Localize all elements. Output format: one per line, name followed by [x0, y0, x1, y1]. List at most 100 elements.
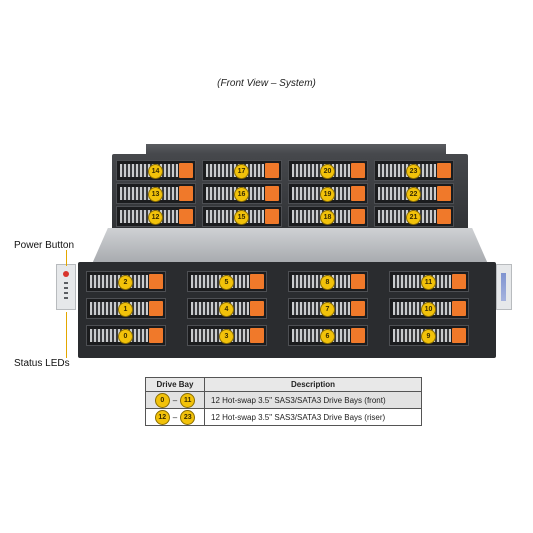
front-drive-tray[interactable]: 10 — [389, 298, 469, 319]
tray-release-latch[interactable] — [351, 186, 365, 201]
tray-release-latch[interactable] — [179, 209, 193, 224]
front-drive-tray[interactable]: 5 — [187, 271, 267, 292]
front-drive-tray[interactable]: 7 — [288, 298, 368, 319]
tray-release-latch[interactable] — [179, 163, 193, 178]
table-header-drive-bay: Drive Bay — [145, 377, 205, 392]
riser-drive-tray[interactable]: 20 — [288, 160, 368, 181]
bay-number-badge: 2 — [118, 275, 133, 290]
bay-number-badge: 21 — [406, 210, 421, 225]
tray-release-latch[interactable] — [437, 163, 451, 178]
bay-number-badge: 7 — [320, 302, 335, 317]
power-button-leader-line — [66, 250, 67, 266]
riser-drive-tray[interactable]: 14 — [116, 160, 196, 181]
front-drive-tray[interactable]: 8 — [288, 271, 368, 292]
bay-number-badge: 1 — [118, 302, 133, 317]
riser-drive-tray[interactable]: 23 — [374, 160, 454, 181]
tray-release-latch[interactable] — [437, 209, 451, 224]
riser-drive-tray[interactable]: 12 — [116, 206, 196, 227]
front-drive-tray[interactable]: 9 — [389, 325, 469, 346]
front-drive-tray[interactable]: 0 — [86, 325, 166, 346]
bay-number-badge: 13 — [148, 187, 163, 202]
left-rack-ear — [56, 264, 76, 310]
tray-release-latch[interactable] — [149, 274, 163, 289]
bay-number-badge: 11 — [421, 275, 436, 290]
bay-number-badge: 12 — [148, 210, 163, 225]
bay-number-badge: 14 — [148, 164, 163, 179]
power-button-label: Power Button — [14, 240, 75, 251]
front-drive-tray[interactable]: 6 — [288, 325, 368, 346]
riser-drive-tray[interactable]: 16 — [202, 183, 282, 204]
table-cell-bay-range: 12 – 23 — [145, 408, 205, 426]
chassis-top-cover — [92, 228, 488, 264]
front-drive-tray[interactable]: 1 — [86, 298, 166, 319]
riser-drive-tray[interactable]: 13 — [116, 183, 196, 204]
bay-number-badge: 9 — [421, 329, 436, 344]
tray-release-latch[interactable] — [250, 274, 264, 289]
bay-number-badge: 4 — [219, 302, 234, 317]
tray-release-latch[interactable] — [250, 301, 264, 316]
table-cell-bay-range: 0 – 11 — [145, 391, 205, 409]
front-drive-tray[interactable]: 11 — [389, 271, 469, 292]
table-header-description: Description — [204, 377, 422, 392]
tray-release-latch[interactable] — [179, 186, 193, 201]
tray-release-latch[interactable] — [351, 301, 365, 316]
status-leds-label: Status LEDs — [14, 358, 70, 369]
brand-logo — [501, 273, 506, 301]
riser-drive-tray[interactable]: 21 — [374, 206, 454, 227]
range-dash: – — [172, 412, 178, 422]
riser-drive-tray[interactable]: 15 — [202, 206, 282, 227]
tray-release-latch[interactable] — [351, 328, 365, 343]
table-row: 0 – 11 12 Hot-swap 3.5" SAS3/SATA3 Drive… — [145, 391, 422, 409]
table-cell-description: 12 Hot-swap 3.5" SAS3/SATA3 Drive Bays (… — [204, 391, 422, 409]
tray-release-latch[interactable] — [452, 274, 466, 289]
tray-release-latch[interactable] — [351, 274, 365, 289]
tray-release-latch[interactable] — [351, 163, 365, 178]
status-leds-leader-line — [66, 312, 67, 358]
bay-number-badge: 3 — [219, 329, 234, 344]
table-cell-description: 12 Hot-swap 3.5" SAS3/SATA3 Drive Bays (… — [204, 408, 422, 426]
bay-number-badge: 8 — [320, 275, 335, 290]
riser-drive-tray[interactable]: 17 — [202, 160, 282, 181]
tray-release-latch[interactable] — [265, 209, 279, 224]
bay-badge: 11 — [180, 392, 196, 408]
front-drive-tray[interactable]: 3 — [187, 325, 267, 346]
bay-number-badge: 18 — [320, 210, 335, 225]
power-button[interactable] — [63, 271, 69, 277]
bay-number-badge: 10 — [421, 302, 436, 317]
bay-badge: 12 — [154, 409, 170, 425]
tray-release-latch[interactable] — [437, 186, 451, 201]
tray-release-latch[interactable] — [149, 301, 163, 316]
tray-release-latch[interactable] — [149, 328, 163, 343]
tray-release-latch[interactable] — [452, 301, 466, 316]
bay-number-badge: 5 — [219, 275, 234, 290]
bay-number-badge: 6 — [320, 329, 335, 344]
bay-number-badge: 16 — [234, 187, 249, 202]
bay-number-badge: 22 — [406, 187, 421, 202]
tray-release-latch[interactable] — [265, 186, 279, 201]
right-rack-ear — [496, 264, 512, 310]
range-dash: – — [172, 395, 178, 405]
tray-release-latch[interactable] — [265, 163, 279, 178]
bay-number-badge: 15 — [234, 210, 249, 225]
riser-drive-tray[interactable]: 19 — [288, 183, 368, 204]
bay-number-badge: 17 — [234, 164, 249, 179]
figure-caption: (Front View – System) — [217, 78, 316, 89]
riser-drive-tray[interactable]: 18 — [288, 206, 368, 227]
front-drive-tray[interactable]: 2 — [86, 271, 166, 292]
status-leds — [64, 282, 68, 300]
bay-number-badge: 0 — [118, 329, 133, 344]
bay-number-badge: 20 — [320, 164, 335, 179]
bay-number-badge: 19 — [320, 187, 335, 202]
riser-drive-tray[interactable]: 22 — [374, 183, 454, 204]
front-drive-tray[interactable]: 4 — [187, 298, 267, 319]
bay-badge: 0 — [154, 392, 170, 408]
riser-drive-cage: 14 17 20 23 13 16 19 22 12 15 18 21 — [108, 144, 468, 236]
table-row: 12 – 23 12 Hot-swap 3.5" SAS3/SATA3 Driv… — [145, 408, 422, 426]
bay-badge: 23 — [180, 409, 196, 425]
tray-release-latch[interactable] — [351, 209, 365, 224]
tray-release-latch[interactable] — [250, 328, 264, 343]
drive-bay-table: Drive Bay Description 0 – 11 12 Hot-swap… — [145, 377, 422, 426]
tray-release-latch[interactable] — [452, 328, 466, 343]
bay-number-badge: 23 — [406, 164, 421, 179]
